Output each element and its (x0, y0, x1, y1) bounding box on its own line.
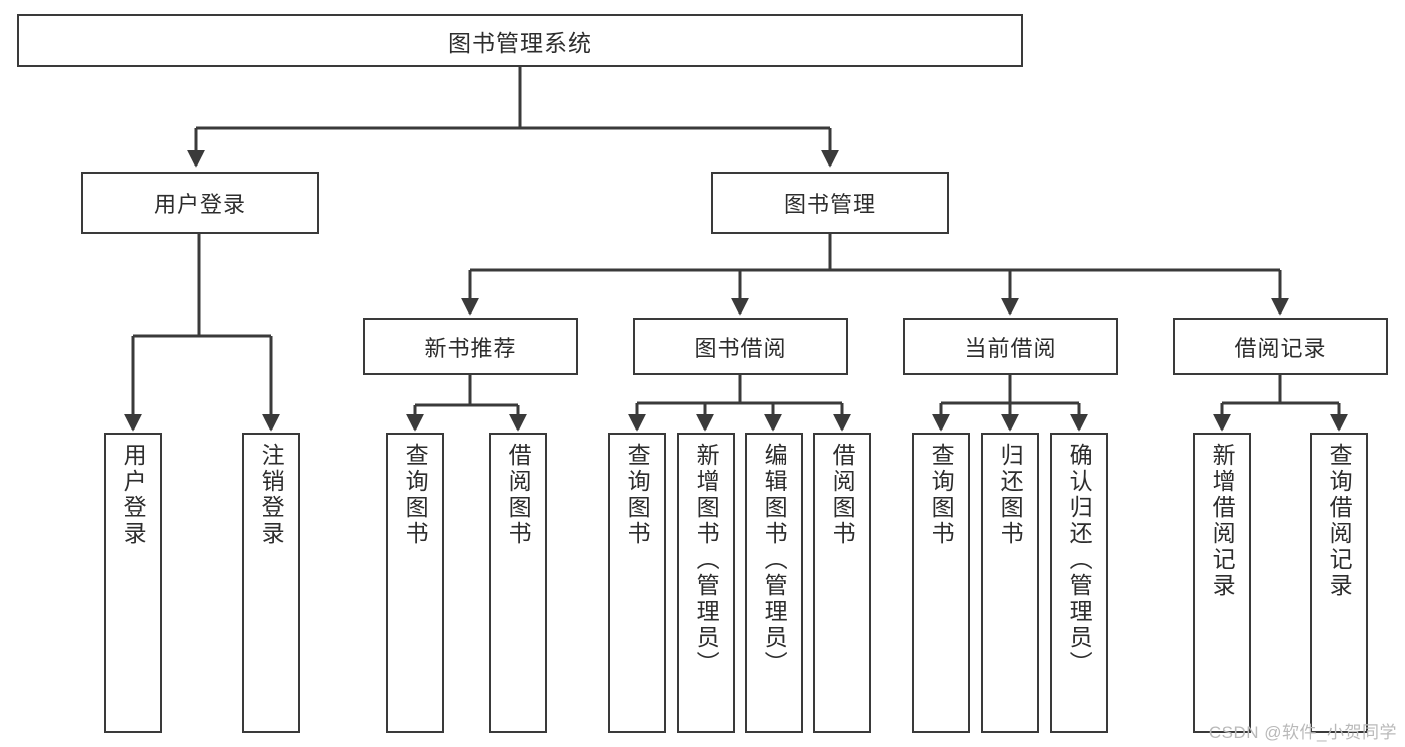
node-label: 图书管理系统 (448, 29, 592, 56)
node-borrow-record[interactable]: 借阅记录 (1173, 318, 1388, 375)
node-label: 借阅图书 (829, 443, 856, 547)
node-label: 查询图书 (928, 443, 955, 547)
node-label: 新增借阅记录 (1209, 443, 1236, 599)
node-label: 归还图书 (997, 443, 1024, 547)
node-label: 查询图书 (624, 443, 651, 547)
node-label: 借阅图书 (505, 443, 532, 547)
node-root-book-management-system[interactable]: 图书管理系统 (17, 14, 1023, 67)
node-label: 新增图书（管理员） (693, 443, 720, 677)
leaf-edit-book[interactable]: 编辑图书（管理员） (745, 433, 803, 733)
node-label: 图书管理 (783, 192, 876, 217)
node-label: 注销登录 (258, 443, 285, 547)
leaf-return-book[interactable]: 归还图书 (981, 433, 1039, 733)
node-label: 编辑图书（管理员） (761, 443, 788, 677)
node-book-management[interactable]: 图书管理 (711, 172, 949, 234)
leaf-query-borrow-record[interactable]: 查询借阅记录 (1310, 433, 1368, 733)
node-label: 用户登录 (120, 443, 147, 547)
leaf-query-book-recommend[interactable]: 查询图书 (386, 433, 444, 733)
node-label: 当前借阅 (964, 335, 1057, 361)
node-label: 查询图书 (402, 443, 429, 547)
leaf-add-book[interactable]: 新增图书（管理员） (677, 433, 735, 733)
node-label: 查询借阅记录 (1326, 443, 1353, 599)
leaf-user-logout[interactable]: 注销登录 (242, 433, 300, 733)
leaf-add-borrow-record[interactable]: 新增借阅记录 (1193, 433, 1251, 733)
node-label: 借阅记录 (1234, 335, 1327, 361)
node-new-book-recommend[interactable]: 新书推荐 (363, 318, 578, 375)
leaf-query-book-borrow[interactable]: 查询图书 (608, 433, 666, 733)
leaf-confirm-return[interactable]: 确认归还（管理员） (1050, 433, 1108, 733)
node-label: 图书借阅 (694, 335, 787, 361)
csdn-watermark: CSDN @软件_小贺同学 (1208, 723, 1397, 742)
node-user-login[interactable]: 用户登录 (81, 172, 319, 234)
node-label: 新书推荐 (424, 335, 517, 361)
leaf-query-book-current[interactable]: 查询图书 (912, 433, 970, 733)
leaf-user-login[interactable]: 用户登录 (104, 433, 162, 733)
node-label: 用户登录 (153, 192, 246, 217)
node-label: 确认归还（管理员） (1066, 443, 1093, 677)
leaf-borrow-book-recommend[interactable]: 借阅图书 (489, 433, 547, 733)
leaf-borrow-book[interactable]: 借阅图书 (813, 433, 871, 733)
node-book-borrow[interactable]: 图书借阅 (633, 318, 848, 375)
node-current-borrow[interactable]: 当前借阅 (903, 318, 1118, 375)
